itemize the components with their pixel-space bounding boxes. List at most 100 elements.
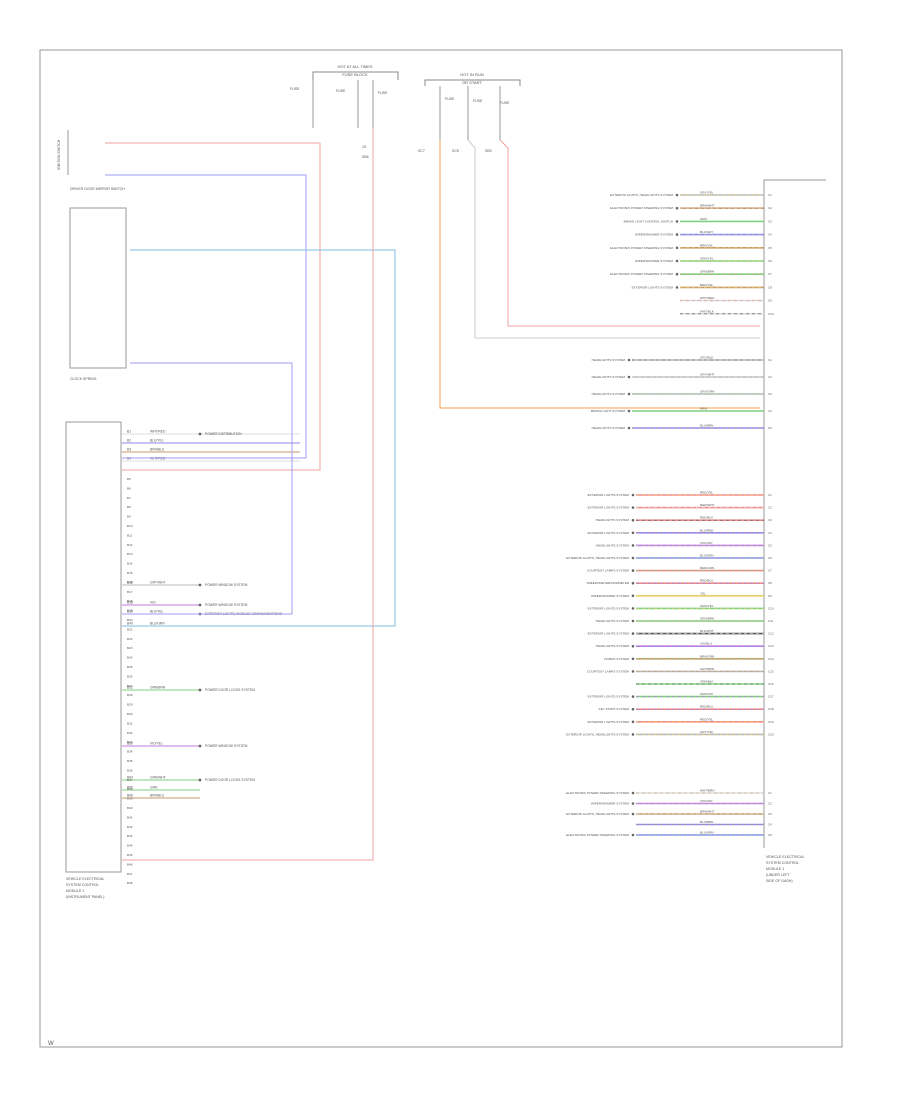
wire-destination: EXTERIOR LIGHTS, HEADLIGHTS SYSTEM [566,732,629,736]
wire-destination: POWER WINDOW SYSTEM [205,603,248,607]
left-module-title-line: VEHICLE ELECTRICAL [66,877,105,881]
connector-dot [198,778,202,782]
wire-destination: ELECTRONIC POWER STEERING SYSTEM [610,206,673,210]
wire-color-label: RED/BLU [700,579,713,583]
wire-destination: EXTERIOR LIGHTS, HEADLIGHTS SYSTEM [610,193,673,197]
wire-destination: EXTERIOR LIGHTS, HEADLIGHTS SYSTEM [566,556,629,560]
pin-number: C7 [768,569,772,573]
right-module-title-line: SIDE OF DASH) [766,879,793,883]
pin-number: B36 [127,768,133,772]
pin-number: C2 [768,802,772,806]
connector-dot [631,544,635,547]
pin-number: C5 [768,543,772,547]
fuse-block-left-title: HOT AT ALL TIMES [337,64,372,69]
pin-number: B27 [127,684,133,688]
wire-color-label: BRN/WHT [700,204,715,208]
pin-number: C15 [768,669,774,673]
fuse-block-left-subtitle: FUSE BLOCK [342,72,368,77]
wire-color-label: BRN/YEL [700,243,714,247]
pin-number: C2 [768,375,772,379]
pin-number: C1 [768,493,772,497]
pin-number: C4 [768,531,772,535]
pin-number: C14 [768,657,774,661]
right-module-title-line: SYSTEM CONTROL [766,861,799,865]
pin-number: C10 [768,312,774,316]
pin-number: C4 [768,409,772,413]
pin-number: C8 [768,581,772,585]
pin-number: C3 [768,518,772,522]
wire-color-label: BRN/BLU [150,448,165,452]
pin-number: B24 [127,656,133,660]
fuse-block-right: HOT IN RUN OR START FUSE FUSE FUSE SC7 S… [418,72,521,153]
left-module-title-line: MODULE 1 [66,889,84,893]
pin-number: B17 [127,590,133,594]
wire-color-label: GRN/BRN [150,686,166,690]
pin-number: C17 [768,695,774,699]
pin-number: C5 [768,246,772,250]
left-pin-labels: B5B6B7B8B9B10B11B12B13B14B15B16B17B18B19… [127,477,133,885]
wire-destination: KEY START SYSTEM [599,707,630,711]
connector-dot [675,246,679,250]
wire-destination: COURTESY LAMPS SYSTEM [587,669,629,673]
pin-number: B41 [127,815,133,819]
fuse-label-3: FUSE [378,91,388,95]
connector-dot [631,594,635,598]
connector-dot [631,531,635,535]
right-module-title-line: VEHICLE ELECTRICAL [766,855,805,859]
wire-destination: POWER DOOR LOCKS SYSTEM [205,688,255,692]
pin-number: C3 [768,812,772,816]
wire-color-label: RED/BLK [700,516,714,520]
wire-destination: EXTERIOR LIGHTS SYSTEM [588,632,630,636]
pin-number: B39 [127,797,133,801]
connector-dot [198,432,202,436]
wire-color-label: GRY/WHT [150,581,166,585]
pin-number: B46 [127,862,133,866]
pin-number: C6 [768,259,772,263]
fuse-block-right-title: HOT IN RUN [460,72,483,77]
wire-destination: WIPER/WASHER SYSTEM [591,802,629,806]
wire-color-label: BLU/GRY [700,230,714,234]
connector-dot [198,603,202,607]
wire-destination: WIPER/WASHER SYSTEM [591,594,629,598]
connector-dot [631,733,635,736]
wire-destination: EXTERIOR LIGHTS SYSTEM [588,506,630,510]
wire-color-label: WHT/RED [700,296,715,300]
page-label: W [48,1041,54,1047]
fuse-circuit-15: 15 [362,145,366,149]
wire-color-label: BRN/BLU [150,794,165,798]
pin-number: B25 [127,665,133,669]
wire-color-label: BLK/YEL [150,610,164,614]
wire-destination: HEADLIGHTS SYSTEM [596,644,630,648]
pin-number: C1 [768,791,772,795]
connector-dot [675,206,679,210]
pin-number: C2 [768,206,772,210]
wire-destination: HEADLIGHTS SYSTEM [592,358,626,362]
connector-dot [198,688,202,692]
connector-dot [631,791,635,795]
pin-label: B2 [127,439,131,443]
fuse-block-right-subtitle: OR START [462,80,482,85]
pin-number: C18 [768,707,774,711]
connector-dot [631,569,635,572]
wire-color-label: GRY/GRN [700,390,714,394]
ignition-switch: IGNITION SWITCH DRIVER DOOR MIRROR SWITC… [57,130,127,381]
pin-number: C5 [768,426,772,430]
pin-number: B44 [127,844,133,848]
fuse-circuit-sb6: SB6 [362,155,369,159]
connector-dot [631,657,635,661]
pin-label: B66 [127,794,133,798]
wire-color-label: GRY/YEL [700,191,714,195]
wire-destination: HEADLIGHTS SYSTEM [596,543,630,547]
connector-dot [631,556,635,560]
pin-number: C9 [768,594,772,598]
wire-color-label: RED/GRN [700,566,714,570]
wire-destination: EXTERIOR LIGHTS, HEADLIGHTS SYSTEM [566,812,629,816]
pin-number: C8 [768,285,772,289]
pin-label: B64 [127,776,133,780]
wire-color-label: GRY/WHT [700,373,715,377]
connector-dot [631,707,635,711]
connector-dot [627,392,631,396]
connector-dot [631,695,635,698]
